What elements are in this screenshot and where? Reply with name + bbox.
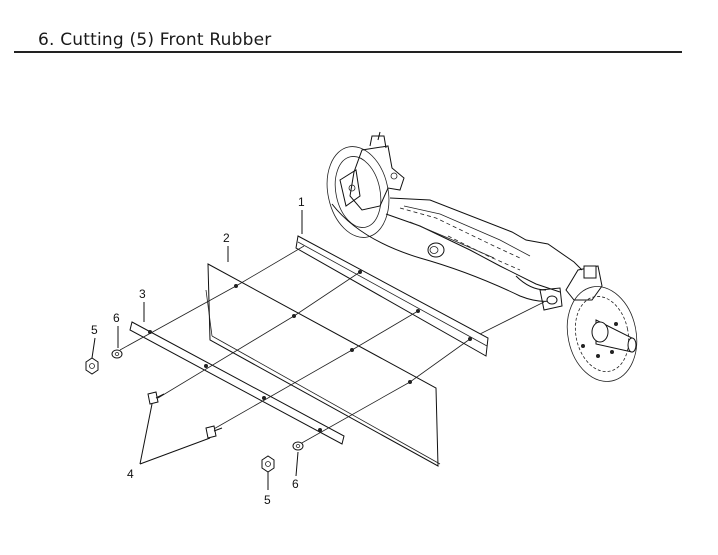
page-title: 6. Cutting (5) Front Rubber bbox=[38, 30, 272, 50]
nut-left bbox=[85, 357, 99, 375]
nut-bottom bbox=[261, 455, 275, 473]
washer-bottom bbox=[292, 441, 304, 451]
callout-5-bottom: 5 bbox=[264, 493, 271, 507]
callout-6-left: 6 bbox=[113, 311, 120, 325]
title-underline bbox=[14, 51, 682, 53]
deck-frame bbox=[326, 131, 638, 382]
part-3-lower-strip bbox=[129, 321, 345, 445]
callout-1: 1 bbox=[298, 195, 305, 209]
bolt-upper bbox=[147, 391, 165, 405]
callout-3: 3 bbox=[139, 287, 146, 301]
alignment-lines bbox=[119, 245, 545, 465]
callout-5-left: 5 bbox=[91, 323, 98, 337]
callout-6-bottom: 6 bbox=[292, 477, 299, 491]
callout-4: 4 bbox=[127, 467, 134, 481]
bolt-lower bbox=[205, 425, 223, 439]
callout-2: 2 bbox=[223, 231, 230, 245]
leader-lines bbox=[91, 210, 303, 490]
part-1-upper-strip bbox=[295, 235, 489, 357]
washer-left bbox=[111, 349, 123, 359]
